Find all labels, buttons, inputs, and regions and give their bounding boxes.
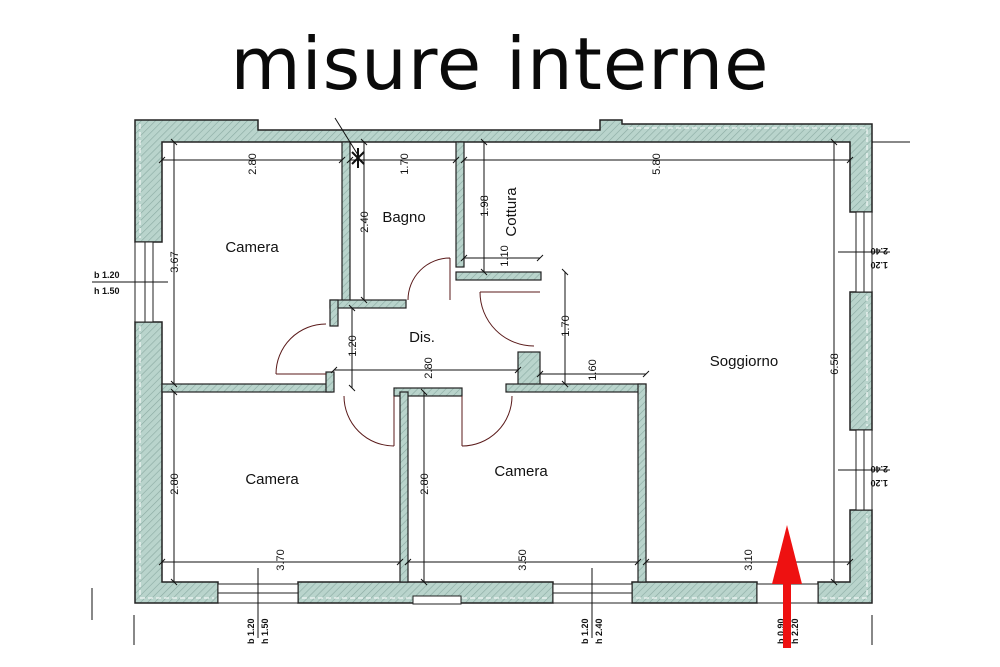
- dim-label: 1.98: [479, 195, 491, 216]
- dim-label: 2.80: [419, 473, 431, 494]
- doors: [275, 257, 540, 447]
- windows: [134, 211, 873, 605]
- window-right-top-b: 1.20: [870, 260, 888, 270]
- dimension-labels: 2.80 3.67 1.70 2.40 1.98 1.10 5.80 6.58 …: [169, 153, 841, 570]
- wall-dis-leftstub: [325, 371, 335, 393]
- dim-label: 3.70: [275, 549, 287, 570]
- door-camera-bottom-mid: [461, 395, 513, 447]
- window-bottom-left-b: b 1.20: [246, 618, 256, 644]
- window-right-bottom-b: 1.20: [870, 478, 888, 488]
- fixture-marker-icon: [351, 148, 365, 168]
- window-left-b: b 1.20: [94, 270, 120, 280]
- door-camera-top-left: [275, 323, 327, 375]
- wall-bagno-bottom: [329, 299, 407, 309]
- window-bottom-left-h: h 1.50: [260, 618, 270, 644]
- entrance-b: b 0.90: [776, 618, 786, 644]
- dim-label: 1.70: [399, 153, 411, 174]
- room-label-camera-top-left: Camera: [225, 239, 279, 256]
- dim-label: 2.80: [423, 357, 435, 378]
- dim-label: 3.50: [517, 549, 529, 570]
- wall-bottom-right: [631, 581, 758, 604]
- window-left-h: h 1.50: [94, 286, 120, 296]
- window-bottom-mid-h: h 2.40: [594, 618, 604, 644]
- wall-camera-dis: [161, 383, 333, 393]
- wall-dis-right-stub: [517, 351, 541, 389]
- dim-label: 1.70: [560, 315, 572, 336]
- wall-cottura-bottom: [455, 271, 542, 281]
- door-cottura: [479, 291, 540, 347]
- dim-label: 2.80: [247, 153, 259, 174]
- wall-camera-camera: [399, 391, 409, 583]
- wall-dis-left: [329, 299, 339, 327]
- wall-bagno-cottura: [455, 141, 465, 268]
- dim-label: 1.10: [499, 245, 511, 266]
- window-labels: b 1.20 h 1.50 b 1.20 h 1.50 b 1.20 h 2.4…: [94, 246, 888, 644]
- door-camera-bottom-left: [343, 395, 395, 447]
- page-title: misure interne: [230, 22, 770, 106]
- wall-camera-soggiorno-top: [505, 383, 647, 393]
- dim-label: 2.40: [359, 211, 371, 232]
- door-bagno: [407, 257, 451, 301]
- room-label-camera-bottom-middle: Camera: [494, 463, 548, 480]
- entrance-h: h 2.20: [790, 618, 800, 644]
- window-right-top-h: 2.40: [870, 246, 888, 256]
- room-label-soggiorno: Soggiorno: [710, 353, 778, 370]
- wall-left: [134, 321, 219, 604]
- dimension-lines: [91, 117, 910, 645]
- dim-label: 5.80: [651, 153, 663, 174]
- interior-walls: [161, 141, 647, 583]
- wall-camera-bagno: [341, 141, 351, 303]
- wall-dis-bottom-mid: [393, 387, 463, 397]
- window-right-bottom-h: 2.40: [870, 464, 888, 474]
- wall-camera-soggiorno: [637, 383, 647, 583]
- dim-label: 3.67: [169, 251, 181, 272]
- bottom-small-frame: [412, 595, 462, 605]
- room-label-dis: Dis.: [409, 329, 435, 346]
- wall-top-left: [134, 119, 873, 243]
- dim-label: 6.58: [829, 353, 841, 374]
- room-label-bagno: Bagno: [382, 209, 425, 226]
- dim-label: 1.20: [347, 335, 359, 356]
- dim-label: 2.80: [169, 473, 181, 494]
- wall-right-mid: [849, 291, 873, 431]
- wall-bottom-corner: [817, 509, 873, 604]
- room-label-cottura: Cottura: [503, 187, 520, 237]
- dim-label: 1.60: [587, 359, 599, 380]
- entrance-arrow-icon: [772, 525, 802, 648]
- dim-label: 3.10: [743, 549, 755, 570]
- window-bottom-mid-b: b 1.20: [580, 618, 590, 644]
- room-label-camera-bottom-left: Camera: [245, 471, 299, 488]
